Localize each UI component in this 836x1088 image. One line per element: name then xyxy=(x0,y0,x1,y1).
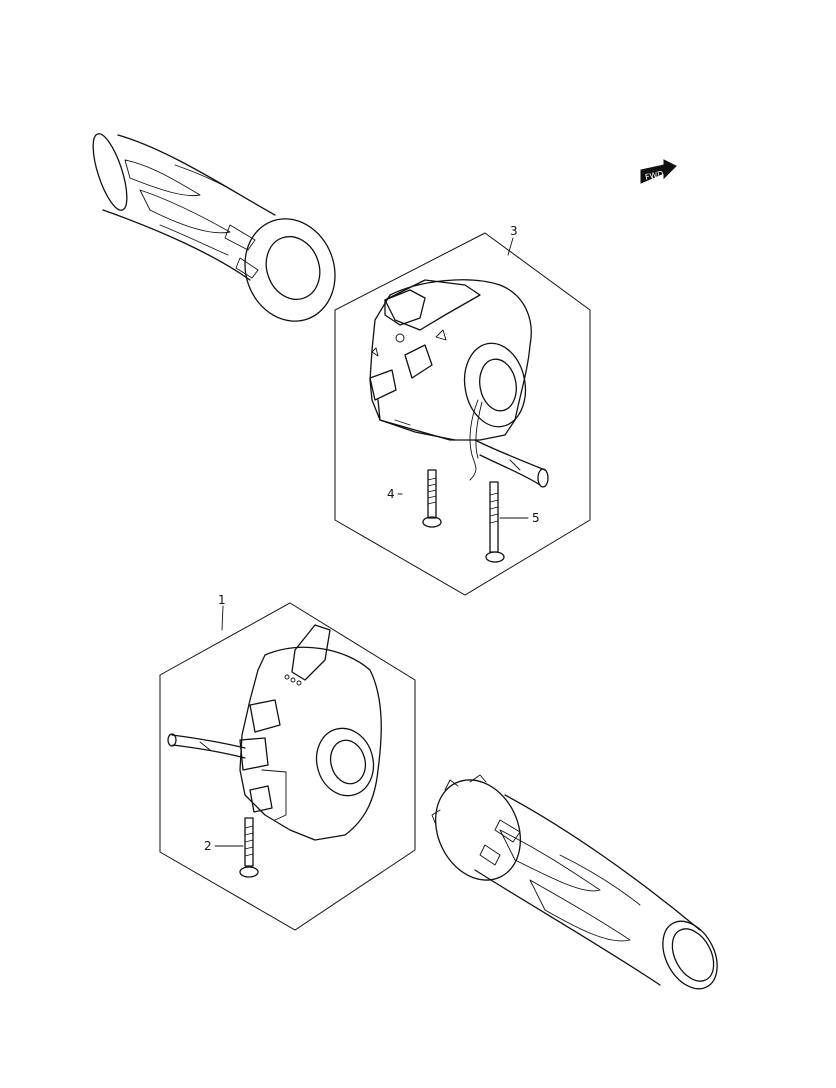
screw-2 xyxy=(239,817,259,878)
group-1-hex-border xyxy=(159,602,416,931)
screw-4 xyxy=(422,469,442,528)
fwd-direction-badge: FWD xyxy=(640,159,677,184)
callout-4: 4 xyxy=(387,487,395,501)
fwd-badge-text: FWD xyxy=(644,169,664,182)
left-handle-grip xyxy=(92,133,336,322)
callout-3-leader xyxy=(507,237,514,256)
left-handlebar-switch xyxy=(167,624,382,841)
screw-5 xyxy=(485,481,505,563)
callout-1-leader xyxy=(221,605,224,631)
callout-1: 1 xyxy=(218,593,226,607)
right-handlebar-switch xyxy=(369,279,549,488)
group-3-hex-border xyxy=(334,232,591,596)
callout-3: 3 xyxy=(510,224,518,238)
right-handle-grip xyxy=(431,774,718,990)
callout-2: 2 xyxy=(204,839,212,853)
callout-5: 5 xyxy=(532,511,540,525)
